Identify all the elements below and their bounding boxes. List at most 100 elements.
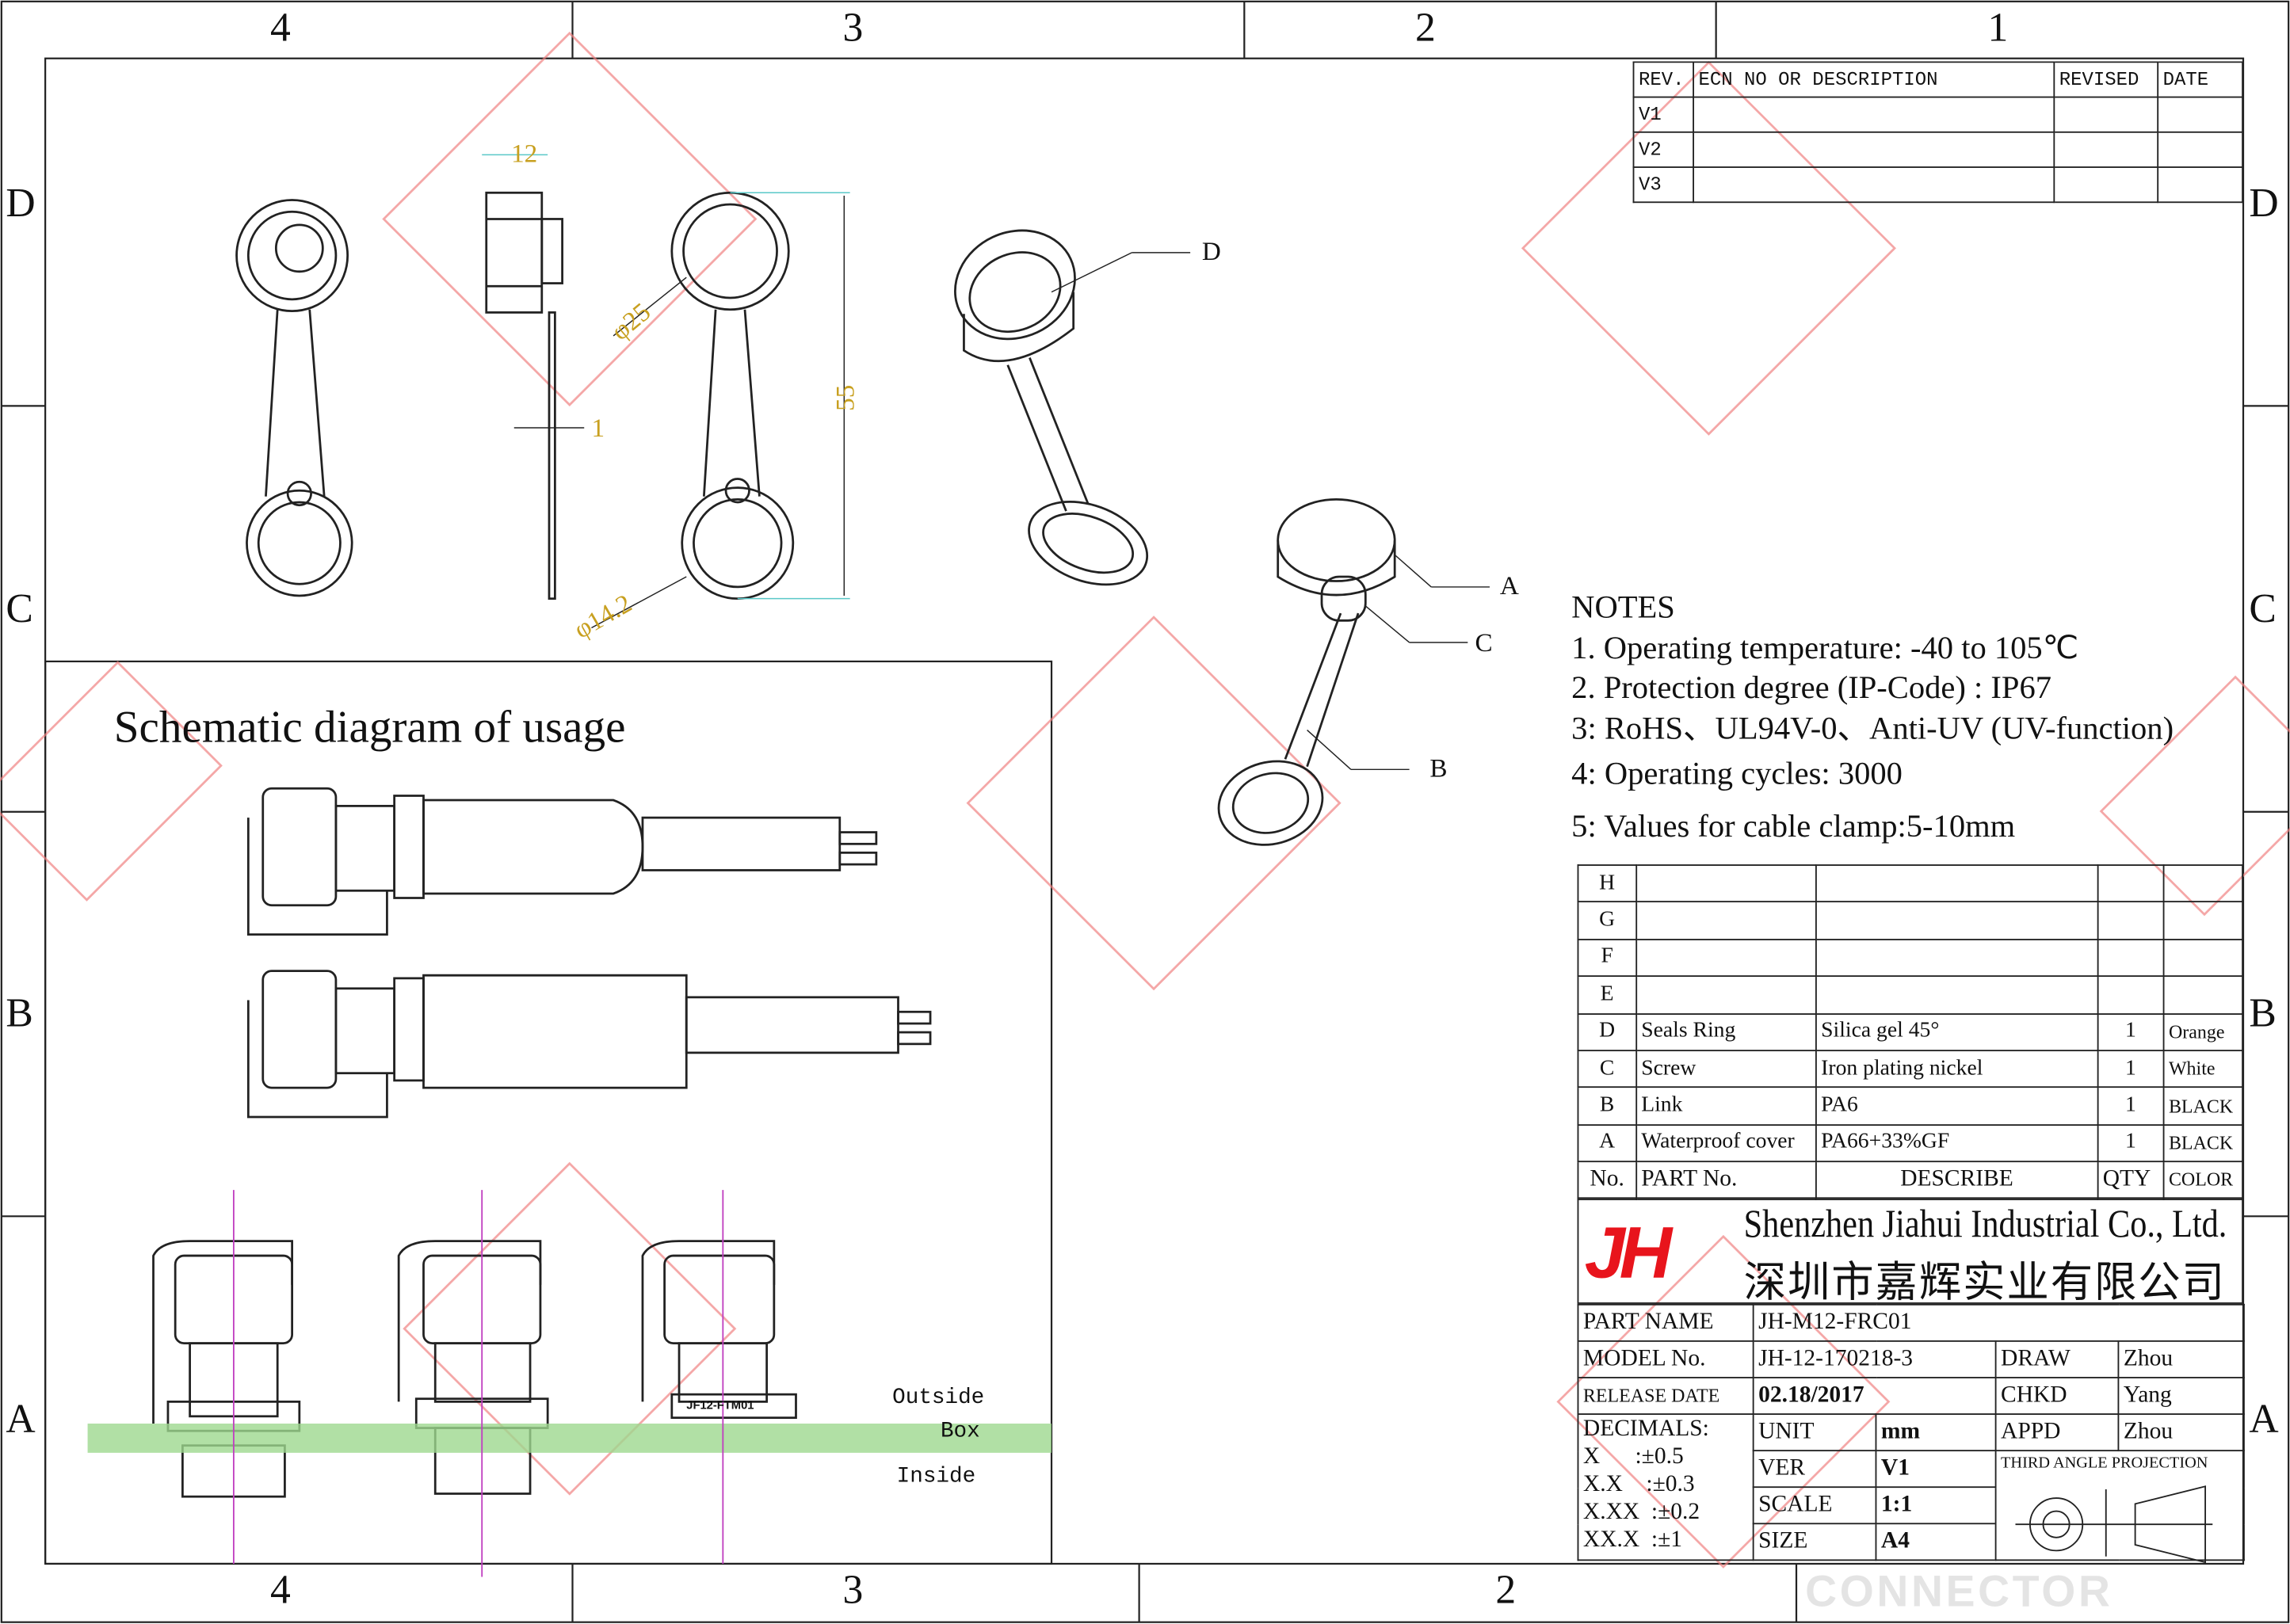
parts-cell-color: BLACK: [2162, 1123, 2244, 1163]
parts-cell-part: Link: [1635, 1086, 1817, 1126]
dim-width: 12: [511, 139, 538, 168]
label-box: Box: [940, 1419, 980, 1444]
parts-cell-color: [2162, 864, 2244, 903]
parts-cell-describe: [1815, 938, 2099, 978]
parts-row: E: [1577, 975, 2244, 1015]
release-date: 02.18/2017: [1752, 1377, 1997, 1415]
parts-row: H: [1577, 864, 2244, 903]
col-label: 2: [1414, 6, 1436, 51]
parts-row: F: [1577, 938, 2244, 978]
row-label: B: [6, 991, 33, 1037]
col-label: 2: [1495, 1568, 1517, 1614]
parts-cell-qty: [2097, 901, 2165, 940]
parts-cell-qty: [2097, 864, 2165, 903]
label-inside: Inside: [896, 1464, 976, 1489]
panel-part-label: JF12-FTM01: [686, 1398, 754, 1412]
company-header: JH Shenzhen Jiahui Industrial Co., Ltd. …: [1577, 1197, 2244, 1307]
parts-cell-no: G: [1577, 901, 1637, 940]
callout-a: A: [1499, 570, 1519, 600]
note-item: 2. Protection degree (IP-Code) : IP67: [1571, 669, 2052, 706]
parts-header-part: PART No.: [1635, 1161, 1817, 1200]
row-label: D: [2249, 181, 2279, 227]
parts-cell-describe: [1815, 975, 2099, 1015]
parts-cell-qty: 1: [2097, 1012, 2165, 1051]
col-label: 1: [1987, 6, 2009, 51]
parts-cell-describe: [1815, 864, 2099, 903]
parts-cell-color: BLACK: [2162, 1086, 2244, 1126]
panel-wall: [87, 1424, 1052, 1453]
parts-cell-color: [2162, 975, 2244, 1015]
parts-cell-no: A: [1577, 1123, 1637, 1163]
callout-b: B: [1429, 753, 1448, 783]
schematic-title: Schematic diagram of usage: [113, 700, 626, 753]
model-number: JH-12-170218-3: [1752, 1340, 1997, 1378]
callout-c: C: [1475, 627, 1493, 658]
parts-cell-part: [1635, 901, 1817, 940]
parts-cell-no: H: [1577, 864, 1637, 903]
parts-cell-part: Screw: [1635, 1050, 1817, 1088]
dimension-lines: [482, 154, 850, 600]
schematic-box: [44, 660, 1053, 1565]
parts-header-color: COLOR: [2162, 1161, 2244, 1200]
parts-cell-part: [1635, 938, 1817, 978]
parts-row: G: [1577, 901, 2244, 940]
parts-cell-describe: [1815, 901, 2099, 940]
note-item: 4: Operating cycles: 3000: [1571, 754, 1903, 791]
centerlines: [232, 1190, 724, 1577]
label-outside: Outside: [892, 1386, 985, 1411]
parts-cell-part: [1635, 975, 1817, 1015]
parts-cell-qty: [2097, 938, 2165, 978]
part-name: JH-M12-FRC01: [1752, 1303, 2245, 1342]
row-label: D: [6, 181, 36, 227]
callout-d: D: [1201, 236, 1221, 266]
projection-label: THIRD ANGLE PROJECTION: [1994, 1450, 2245, 1561]
parts-cell-no: D: [1577, 1012, 1637, 1051]
parts-cell-color: [2162, 901, 2244, 940]
callout-leaders: [1051, 252, 1490, 771]
col-label: 4: [269, 1568, 291, 1614]
parts-cell-describe: Iron plating nickel: [1815, 1050, 2099, 1088]
col-label: 3: [842, 1568, 864, 1614]
row-label: B: [2249, 991, 2277, 1037]
company-name-cn: 深圳市嘉辉实业有限公司: [1743, 1260, 2226, 1307]
parts-cell-part: [1635, 864, 1817, 903]
parts-header-describe: DESCRIBE: [1815, 1161, 2099, 1200]
dim-length: 55: [830, 384, 860, 411]
parts-cell-qty: 1: [2097, 1050, 2165, 1088]
row-label: C: [6, 586, 33, 633]
parts-cell-qty: 1: [2097, 1086, 2165, 1126]
row-label: A: [6, 1397, 36, 1443]
col-label: 3: [842, 6, 864, 51]
cap-side-view: [485, 191, 563, 600]
cap-front-view-dimensioned: [670, 191, 795, 600]
parts-cell-no: C: [1577, 1050, 1637, 1088]
parts-cell-color: Orange: [2162, 1012, 2244, 1051]
parts-cell-describe: PA6: [1815, 1086, 2099, 1126]
connector-watermark: CONNECTOR: [1805, 1568, 2113, 1617]
note-item: 3: RoHS、UL94V-0、Anti-UV (UV-function): [1571, 708, 2174, 745]
parts-cell-color: White: [2162, 1050, 2244, 1088]
parts-header-no: No.: [1577, 1161, 1637, 1200]
notes-title: NOTES: [1571, 588, 1675, 625]
parts-cell-no: F: [1577, 938, 1637, 978]
connector-assemblies: [152, 787, 932, 1498]
note-item: 1. Operating temperature: -40 to 105℃: [1571, 628, 2079, 665]
parts-cell-no: B: [1577, 1086, 1637, 1126]
parts-cell-no: E: [1577, 975, 1637, 1015]
note-item: 5: Values for cable clamp:5-10mm: [1571, 806, 2016, 844]
parts-cell-color: [2162, 938, 2244, 978]
parts-cell-describe: PA66+33%GF: [1815, 1123, 2099, 1163]
cap-isometric-view: [954, 229, 1396, 846]
parts-cell-part: Waterproof cover: [1635, 1123, 1817, 1163]
dim-thickness: 1: [591, 413, 605, 443]
notes: NOTES 1. Operating temperature: -40 to 1…: [1571, 587, 2174, 845]
parts-cell-part: Seals Ring: [1635, 1012, 1817, 1051]
